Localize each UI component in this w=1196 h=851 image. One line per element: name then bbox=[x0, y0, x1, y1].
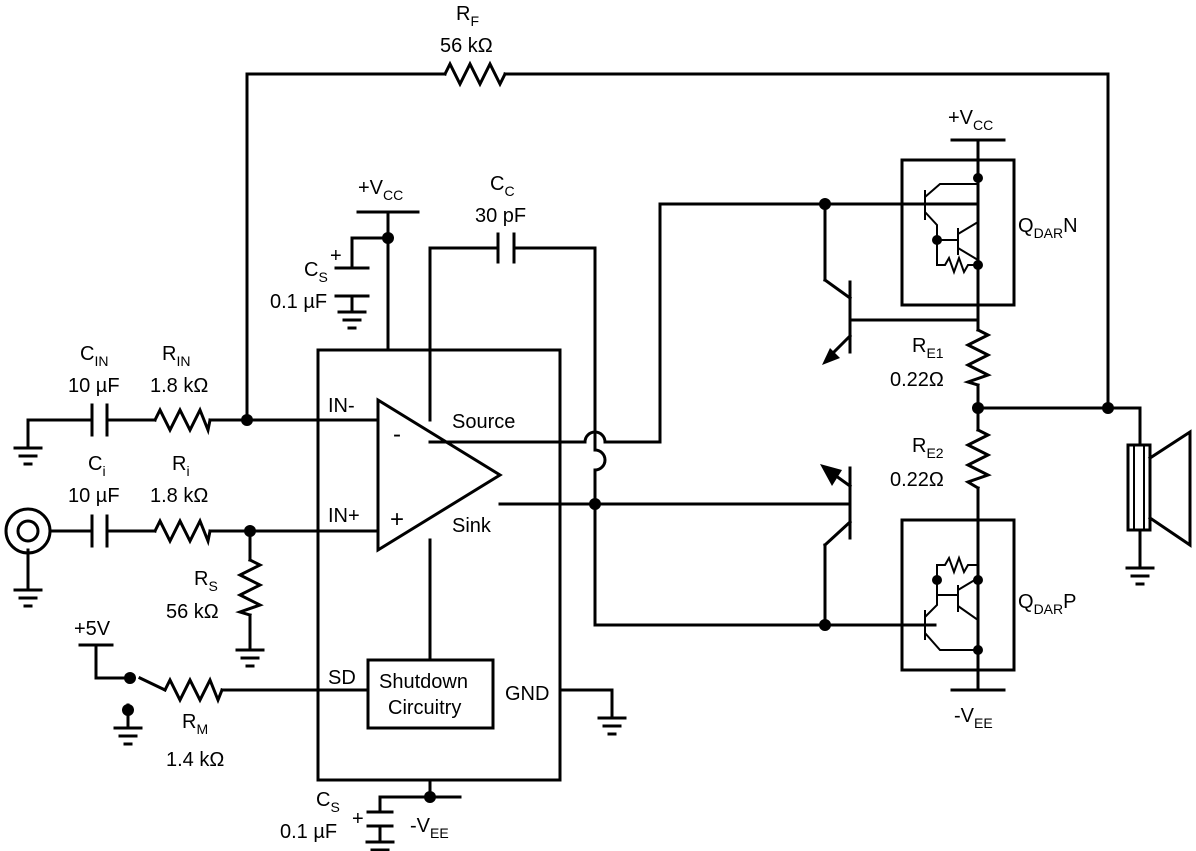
cs-top-plus: + bbox=[330, 245, 342, 267]
cc-label: CC bbox=[490, 173, 515, 199]
cs-top-value: 0.1 µF bbox=[270, 291, 327, 313]
speaker-symbol bbox=[1126, 429, 1192, 548]
re1-value: 0.22Ω bbox=[890, 369, 944, 391]
vcc-top-label: +VCC bbox=[948, 107, 993, 133]
resistor-re1-symbol bbox=[963, 327, 992, 387]
rs-value: 56 kΩ bbox=[166, 601, 219, 623]
qdar-n-label: QDARN bbox=[1018, 215, 1078, 241]
cs-bottom-plus: + bbox=[352, 808, 364, 830]
ground-symbols bbox=[13, 310, 1155, 851]
op-amp-triangle bbox=[376, 397, 503, 553]
darlington-p-internals bbox=[924, 555, 979, 651]
plus5v-label: +5V bbox=[74, 618, 111, 640]
darlington-n-internals bbox=[924, 183, 979, 275]
pin-sd: SD bbox=[328, 667, 356, 689]
vcc-amp-label: +VCC bbox=[358, 177, 403, 203]
cs-bottom-value: 0.1 µF bbox=[280, 821, 337, 843]
resistor-rf-symbol bbox=[442, 60, 508, 88]
wires bbox=[26, 72, 1142, 844]
ri-label: Ri bbox=[172, 453, 190, 479]
rm-label: RM bbox=[182, 711, 208, 737]
cs-top-label: CS bbox=[304, 259, 328, 285]
capacitor-ci-symbol bbox=[90, 514, 109, 548]
capacitor-cin-symbol bbox=[90, 403, 109, 437]
qdar-p-label: QDARP bbox=[1018, 591, 1076, 617]
vee-out-label: -VEE bbox=[954, 705, 993, 731]
wire-crossovers bbox=[583, 430, 607, 472]
rin-label: RIN bbox=[162, 343, 190, 369]
pin-in-minus: IN- bbox=[328, 395, 355, 417]
resistor-re2-symbol bbox=[964, 427, 992, 491]
rs-label: RS bbox=[194, 568, 218, 594]
driver-transistor-pnp bbox=[820, 464, 853, 548]
input-jack-symbol bbox=[4, 507, 52, 555]
rm-value: 1.4 kΩ bbox=[166, 749, 224, 771]
pin-sink: Sink bbox=[452, 515, 492, 537]
re1-label: RE1 bbox=[912, 335, 944, 361]
opamp-minus-sign: - bbox=[393, 421, 401, 448]
pin-source: Source bbox=[452, 411, 515, 433]
darlington-p-box bbox=[900, 518, 1016, 672]
vee-amp-label: -VEE bbox=[410, 815, 449, 841]
shutdown-line1: Shutdown bbox=[379, 671, 468, 693]
rf-value: 56 kΩ bbox=[440, 35, 493, 57]
rin-value: 1.8 kΩ bbox=[150, 375, 208, 397]
cs-bottom-label: CS bbox=[316, 789, 340, 815]
cc-value: 30 pF bbox=[475, 205, 526, 227]
shutdown-circuitry-box bbox=[366, 658, 495, 730]
opamp-plus-sign: + bbox=[390, 506, 404, 533]
pin-gnd: GND bbox=[505, 683, 549, 705]
ci-label: Ci bbox=[88, 453, 106, 479]
cin-label: CIN bbox=[80, 343, 108, 369]
shutdown-line2: Circuitry bbox=[388, 697, 461, 719]
resistor-rm-symbol bbox=[162, 676, 224, 705]
capacitor-cs-bottom-symbol bbox=[366, 810, 394, 828]
ci-value: 10 µF bbox=[68, 485, 120, 507]
resistor-ri-symbol bbox=[152, 517, 212, 547]
ri-value: 1.8 kΩ bbox=[150, 485, 208, 507]
re2-label: RE2 bbox=[912, 435, 944, 461]
re2-value: 0.22Ω bbox=[890, 469, 944, 491]
supply-bars bbox=[78, 138, 1006, 692]
amplifier-ic-box bbox=[316, 348, 562, 782]
cin-value: 10 µF bbox=[68, 375, 120, 397]
darlington-n-box bbox=[900, 158, 1016, 307]
driver-transistor-npn bbox=[822, 277, 853, 365]
pin-in-plus: IN+ bbox=[328, 505, 360, 527]
capacitor-cc-symbol bbox=[496, 232, 516, 264]
rf-label: RF bbox=[456, 3, 479, 29]
capacitor-cs-top-symbol bbox=[334, 266, 370, 298]
resistor-rs-symbol bbox=[235, 557, 264, 617]
resistor-rin-symbol bbox=[152, 406, 212, 436]
